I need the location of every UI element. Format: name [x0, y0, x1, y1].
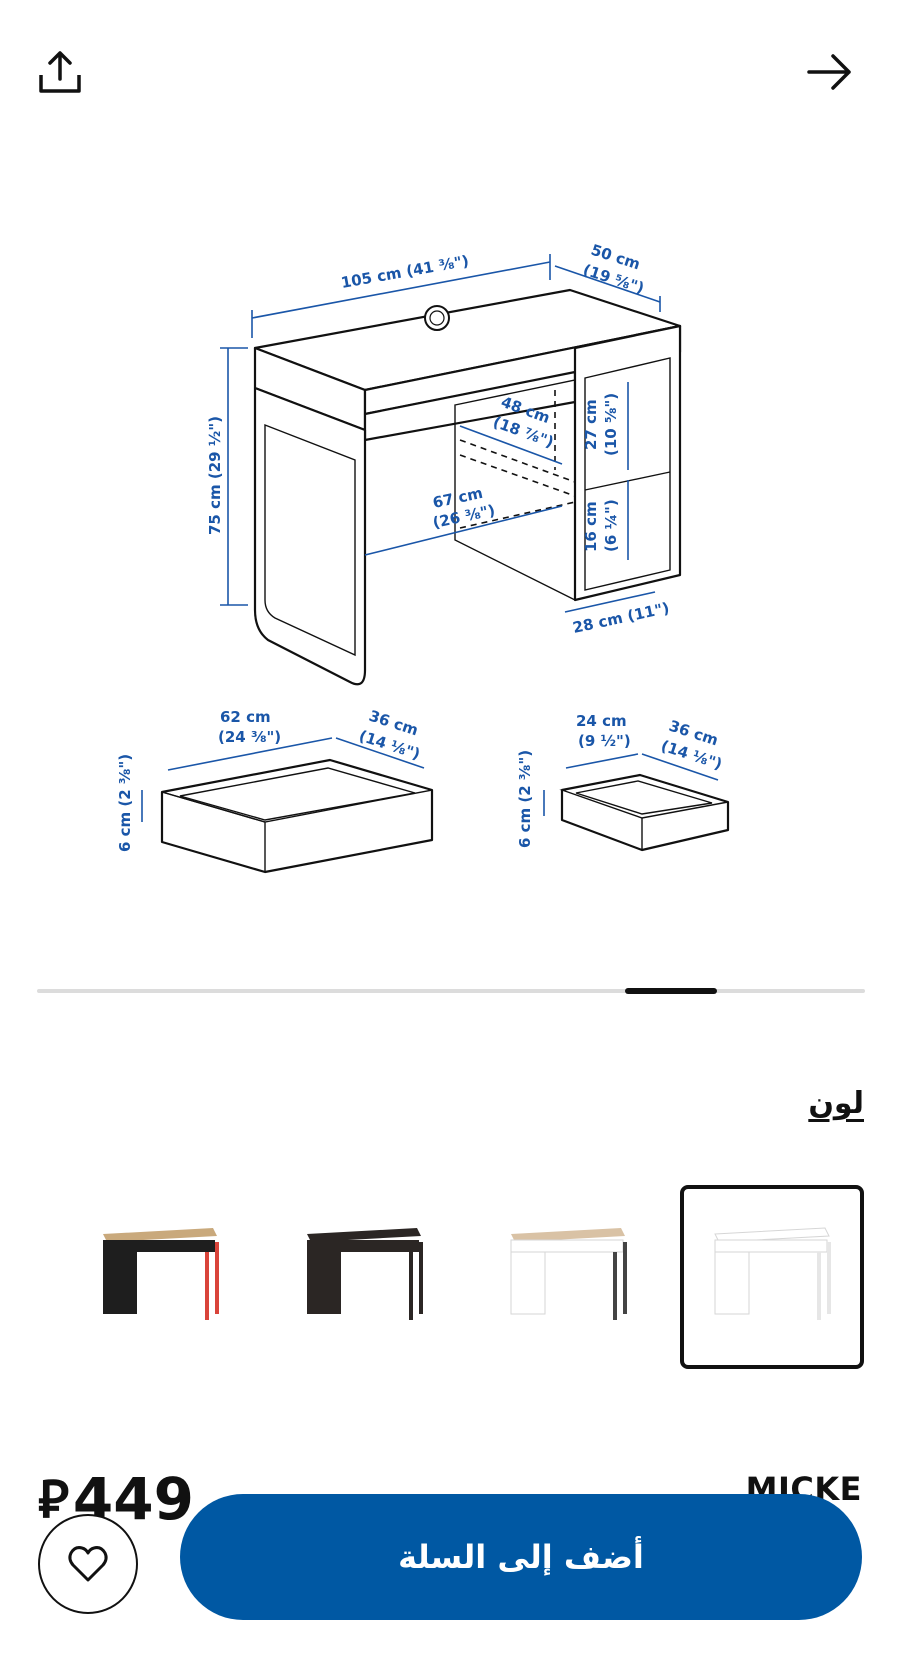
drawer-large-dimension-lines: [141, 737, 425, 822]
dim-drawer1-width-in: (24 ⅜"): [218, 728, 281, 746]
favorite-button[interactable]: [38, 1514, 138, 1614]
desk-thumbnail: [510, 1228, 627, 1320]
dim-drawer2-height: 6 cm (2 ⅜"): [516, 750, 534, 848]
dimension-diagram: 105 cm (41 ⅜") 50 cm (19 ⅝") 75 cm (29 ½…: [116, 241, 730, 874]
desk-thumbnail: [714, 1227, 831, 1320]
color-swatch-anthracite-red[interactable]: [68, 1185, 252, 1369]
desk-drawing: [253, 288, 682, 686]
carousel-scrollbar[interactable]: [37, 988, 865, 994]
heart-icon: [68, 1546, 108, 1582]
arrow-right-icon: [807, 54, 851, 90]
color-swatch-black-brown[interactable]: [272, 1185, 456, 1369]
color-section-label[interactable]: لون: [808, 1086, 864, 1121]
dim-lower-cab-in: (6 ¼"): [602, 499, 620, 552]
drawer-large-drawing: [160, 758, 434, 874]
dim-lower-cab-cm: 16 cm: [582, 501, 600, 552]
color-swatch-white[interactable]: [680, 1185, 864, 1369]
share-icon: [39, 51, 81, 93]
dim-upper-cab-in: (10 ⅝"): [602, 393, 620, 456]
dim-drawer1-width-cm: 62 cm: [220, 708, 271, 726]
share-button[interactable]: [30, 42, 90, 102]
add-to-cart-button[interactable]: أضف إلى السلة: [180, 1494, 862, 1620]
drawer-small-dimension-lines: [543, 753, 719, 816]
dim-drawer2-width-in: (9 ½"): [578, 732, 631, 750]
dim-cab-width: 28 cm (11"): [571, 599, 671, 637]
dim-width: 105 cm (41 ⅜"): [340, 252, 471, 292]
color-swatches: [0, 1185, 900, 1375]
desk-dimension-lines: [220, 254, 661, 613]
drawer-small-drawing: [559, 773, 730, 852]
color-swatch-white-anthracite[interactable]: [476, 1185, 660, 1369]
forward-button[interactable]: [800, 42, 860, 102]
dim-height: 75 cm (29 ½"): [206, 416, 224, 535]
desk-thumbnail: [103, 1228, 219, 1320]
dim-drawer2-width-cm: 24 cm: [576, 712, 627, 730]
top-bar: [0, 0, 900, 150]
dim-upper-cab-cm: 27 cm: [582, 399, 600, 450]
desk-thumbnail: [307, 1228, 423, 1320]
dim-drawer1-height: 6 cm (2 ⅜"): [116, 754, 134, 852]
carousel-scroll-thumb[interactable]: [625, 988, 717, 994]
